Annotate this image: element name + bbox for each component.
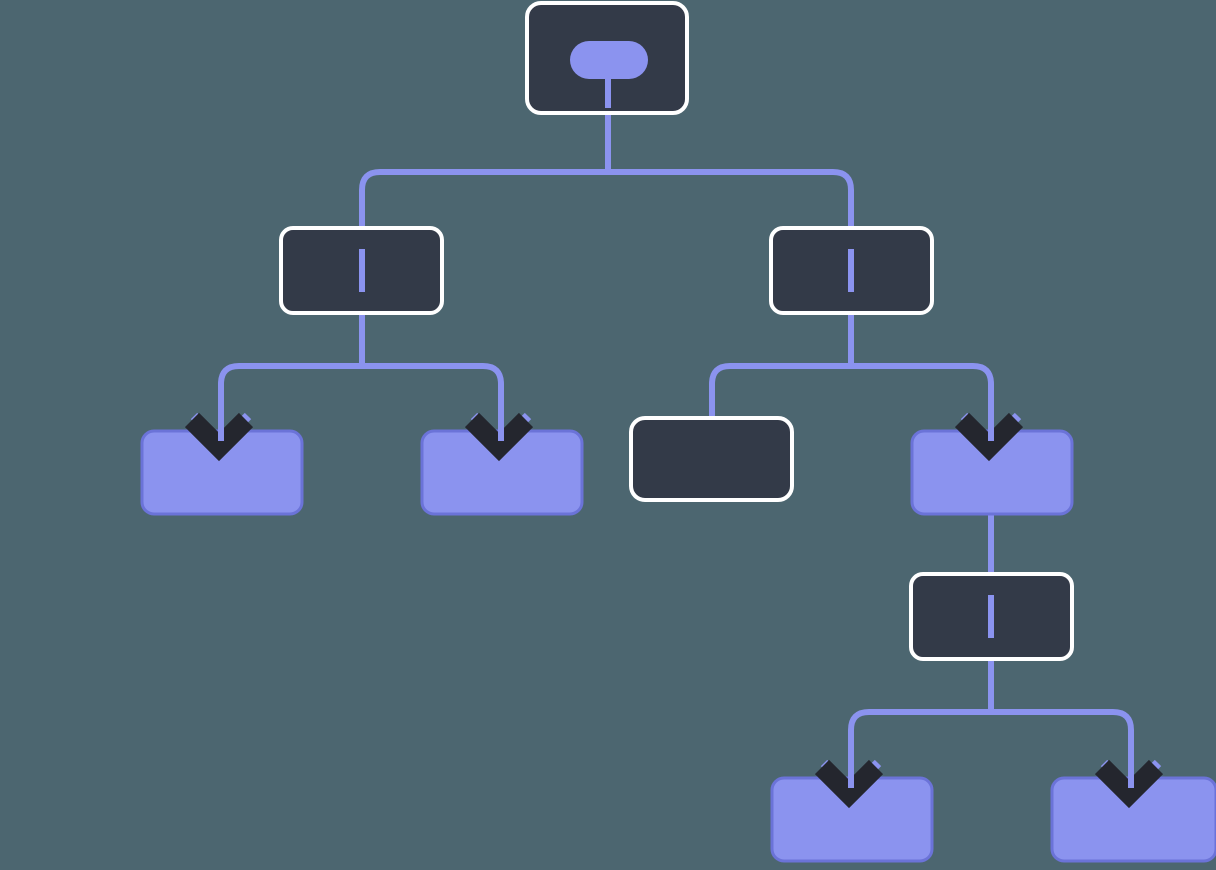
edge-n1-to-leaf-b	[362, 363, 504, 440]
arrowhead-into-leaf-a	[184, 400, 254, 462]
node-left-branch[interactable]	[279, 226, 444, 315]
edge-root-to-left-branch	[359, 169, 608, 270]
node-root-pill-marker	[570, 41, 648, 79]
arrowhead-into-leaf-d	[814, 747, 884, 809]
node-layer	[140, 1, 1216, 863]
node-root[interactable]	[525, 1, 689, 115]
edge-root-to-right-branch	[608, 169, 854, 270]
node-empty-dark[interactable]	[629, 416, 794, 502]
arrowhead-dark-chevron	[954, 412, 1024, 462]
arrowhead-into-leaf-c	[954, 400, 1024, 462]
arrowhead-layer	[184, 400, 1164, 809]
arrowhead-dark-chevron	[814, 759, 884, 809]
edge-n7-to-leaf-e	[991, 709, 1134, 787]
edge-n7-to-leaf-d	[848, 709, 991, 787]
arrowhead-into-leaf-e	[1094, 747, 1164, 809]
arrowhead-into-leaf-b	[464, 400, 534, 462]
arrowhead-dark-chevron	[184, 412, 254, 462]
edge-n2-to-empty-node	[709, 363, 851, 418]
node-right-branch[interactable]	[769, 226, 934, 315]
node-deep-dark[interactable]	[909, 572, 1074, 661]
arrowhead-dark-chevron	[1094, 759, 1164, 809]
arrowhead-dark-chevron	[464, 412, 534, 462]
edge-n2-to-leaf-c	[851, 363, 994, 440]
edge-n1-to-leaf-a	[218, 363, 362, 440]
